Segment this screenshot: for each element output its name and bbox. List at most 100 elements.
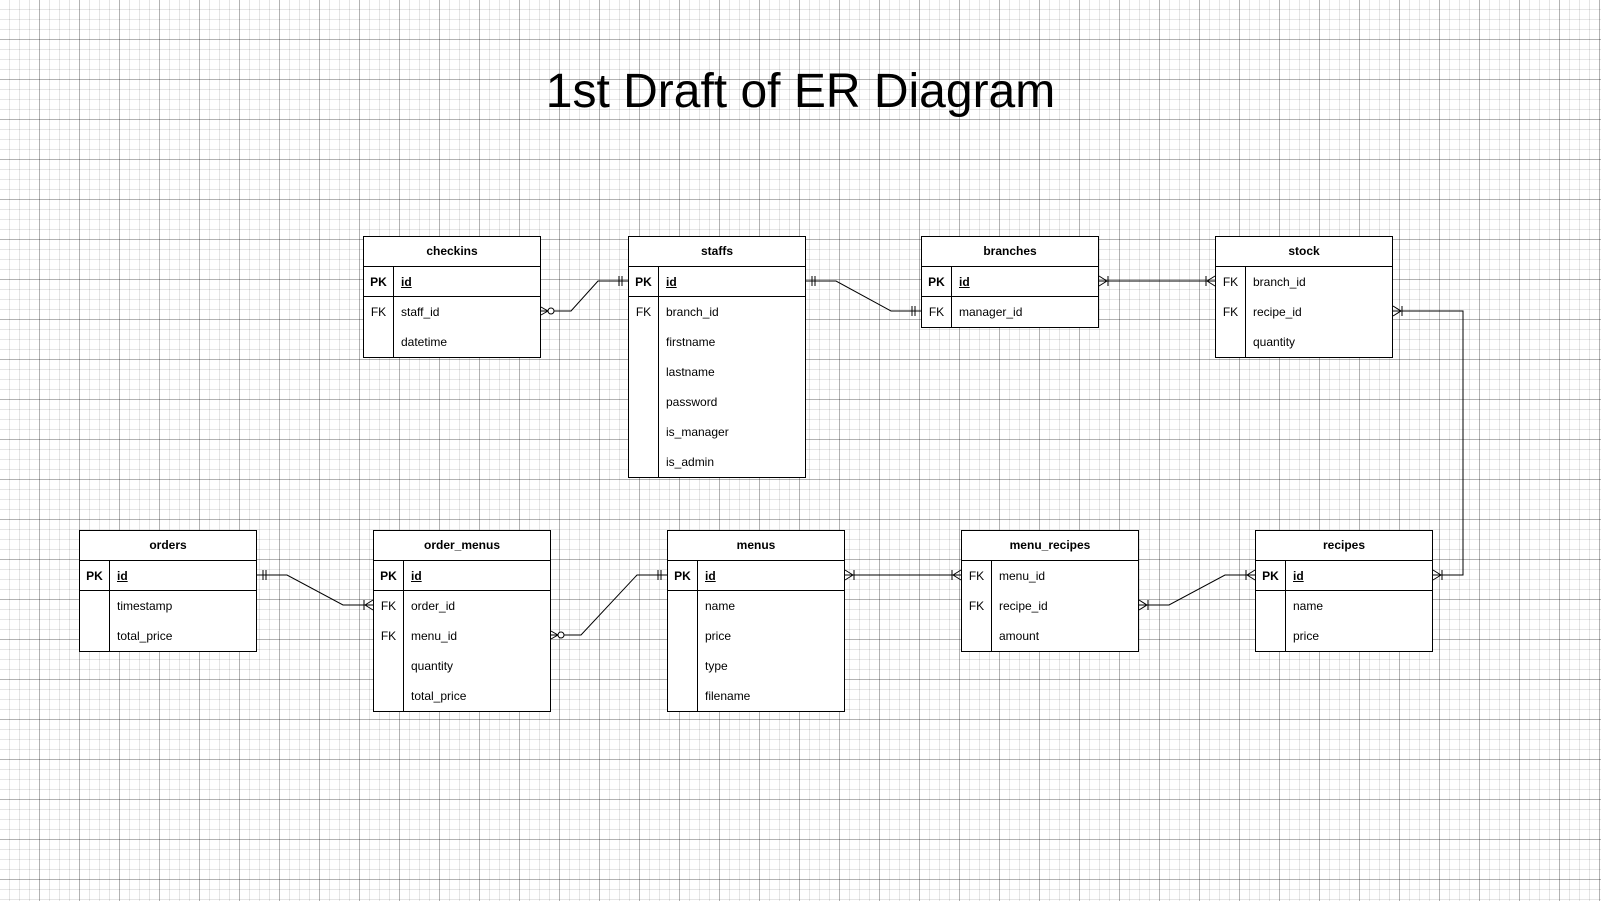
attribute-row[interactable]: filename — [668, 681, 844, 711]
attribute-row[interactable]: firstname — [629, 327, 805, 357]
key-type-cell — [629, 327, 659, 357]
attribute-row[interactable]: quantity — [374, 651, 550, 681]
key-type-cell — [374, 651, 404, 681]
attribute-name: type — [705, 659, 728, 673]
attribute-name: timestamp — [117, 599, 173, 613]
entity-title: branches — [922, 237, 1098, 267]
key-type-cell: FK — [922, 297, 952, 327]
attribute-name: order_id — [411, 599, 456, 613]
key-type-cell — [1216, 327, 1246, 357]
rel-menu-recipes-recipes[interactable] — [1138, 569, 1256, 611]
attribute-name: lastname — [666, 365, 715, 379]
key-type-cell: PK — [364, 267, 394, 296]
key-type-cell: PK — [668, 561, 698, 590]
entity-title: checkins — [364, 237, 540, 267]
rel-checkins-staffs[interactable] — [540, 276, 628, 316]
attribute-row[interactable]: FK manager_id — [922, 297, 1098, 327]
rel-order-menus-menus[interactable] — [550, 570, 667, 640]
key-type-cell — [629, 387, 659, 417]
key-type-cell — [668, 591, 698, 621]
rel-orders-order-menus[interactable] — [257, 570, 374, 611]
attribute-row[interactable]: PK id — [668, 561, 844, 591]
key-type-cell — [80, 591, 110, 621]
rel-branches-stock[interactable] — [1098, 275, 1216, 287]
rel-staffs-branches[interactable] — [806, 276, 921, 316]
attribute-row[interactable]: price — [1256, 621, 1432, 651]
attribute-name: quantity — [411, 659, 454, 673]
attribute-row[interactable]: PK id — [1256, 561, 1432, 591]
entity-title: order_menus — [374, 531, 550, 561]
key-type-cell: PK — [1256, 561, 1286, 590]
attribute-row[interactable]: name — [1256, 591, 1432, 621]
key-type-cell: PK — [374, 561, 404, 590]
attribute-row[interactable]: FK branch_id — [629, 297, 805, 327]
attribute-name: recipe_id — [999, 599, 1048, 613]
key-type-cell — [1256, 621, 1286, 651]
attribute-row[interactable]: total_price — [80, 621, 256, 651]
key-type-cell: PK — [922, 267, 952, 296]
key-type-cell — [962, 621, 992, 651]
attribute-name: id — [1293, 569, 1304, 583]
attribute-row[interactable]: is_manager — [629, 417, 805, 447]
diagram-title: 1st Draft of ER Diagram — [545, 65, 1056, 118]
key-type-cell — [629, 417, 659, 447]
entity-title: stock — [1216, 237, 1392, 267]
attribute-row[interactable]: quantity — [1216, 327, 1392, 357]
attribute-row[interactable]: timestamp — [80, 591, 256, 621]
rel-menus-menu-recipes[interactable] — [844, 569, 962, 581]
attribute-name: id — [117, 569, 128, 583]
attribute-name: price — [705, 629, 732, 643]
attribute-name: manager_id — [959, 305, 1023, 319]
key-type-cell: FK — [364, 297, 394, 327]
attribute-name: filename — [705, 689, 751, 703]
key-type-cell — [374, 681, 404, 711]
attribute-name: is_admin — [666, 455, 715, 469]
entity-title: recipes — [1256, 531, 1432, 561]
attribute-row[interactable]: is_admin — [629, 447, 805, 477]
attribute-row[interactable]: type — [668, 651, 844, 681]
key-type-cell — [1256, 591, 1286, 621]
attribute-row[interactable]: FK recipe_id — [962, 591, 1138, 621]
attribute-row[interactable]: price — [668, 621, 844, 651]
attribute-row[interactable]: name — [668, 591, 844, 621]
attribute-name: total_price — [117, 629, 173, 643]
attribute-row[interactable]: amount — [962, 621, 1138, 651]
attribute-name: total_price — [411, 689, 467, 703]
attribute-row[interactable]: lastname — [629, 357, 805, 387]
attribute-name: datetime — [401, 335, 448, 349]
key-type-cell: FK — [629, 297, 659, 327]
attribute-row[interactable]: datetime — [364, 327, 540, 357]
attribute-name: price — [1293, 629, 1320, 643]
key-type-cell — [668, 681, 698, 711]
entity-title: orders — [80, 531, 256, 561]
attribute-row[interactable]: total_price — [374, 681, 550, 711]
attribute-name: name — [705, 599, 736, 613]
attribute-name: firstname — [666, 335, 716, 349]
key-type-cell — [629, 447, 659, 477]
attribute-name: id — [705, 569, 716, 583]
attribute-name: branch_id — [666, 305, 719, 319]
key-type-cell: FK — [962, 591, 992, 621]
attribute-row[interactable]: password — [629, 387, 805, 417]
